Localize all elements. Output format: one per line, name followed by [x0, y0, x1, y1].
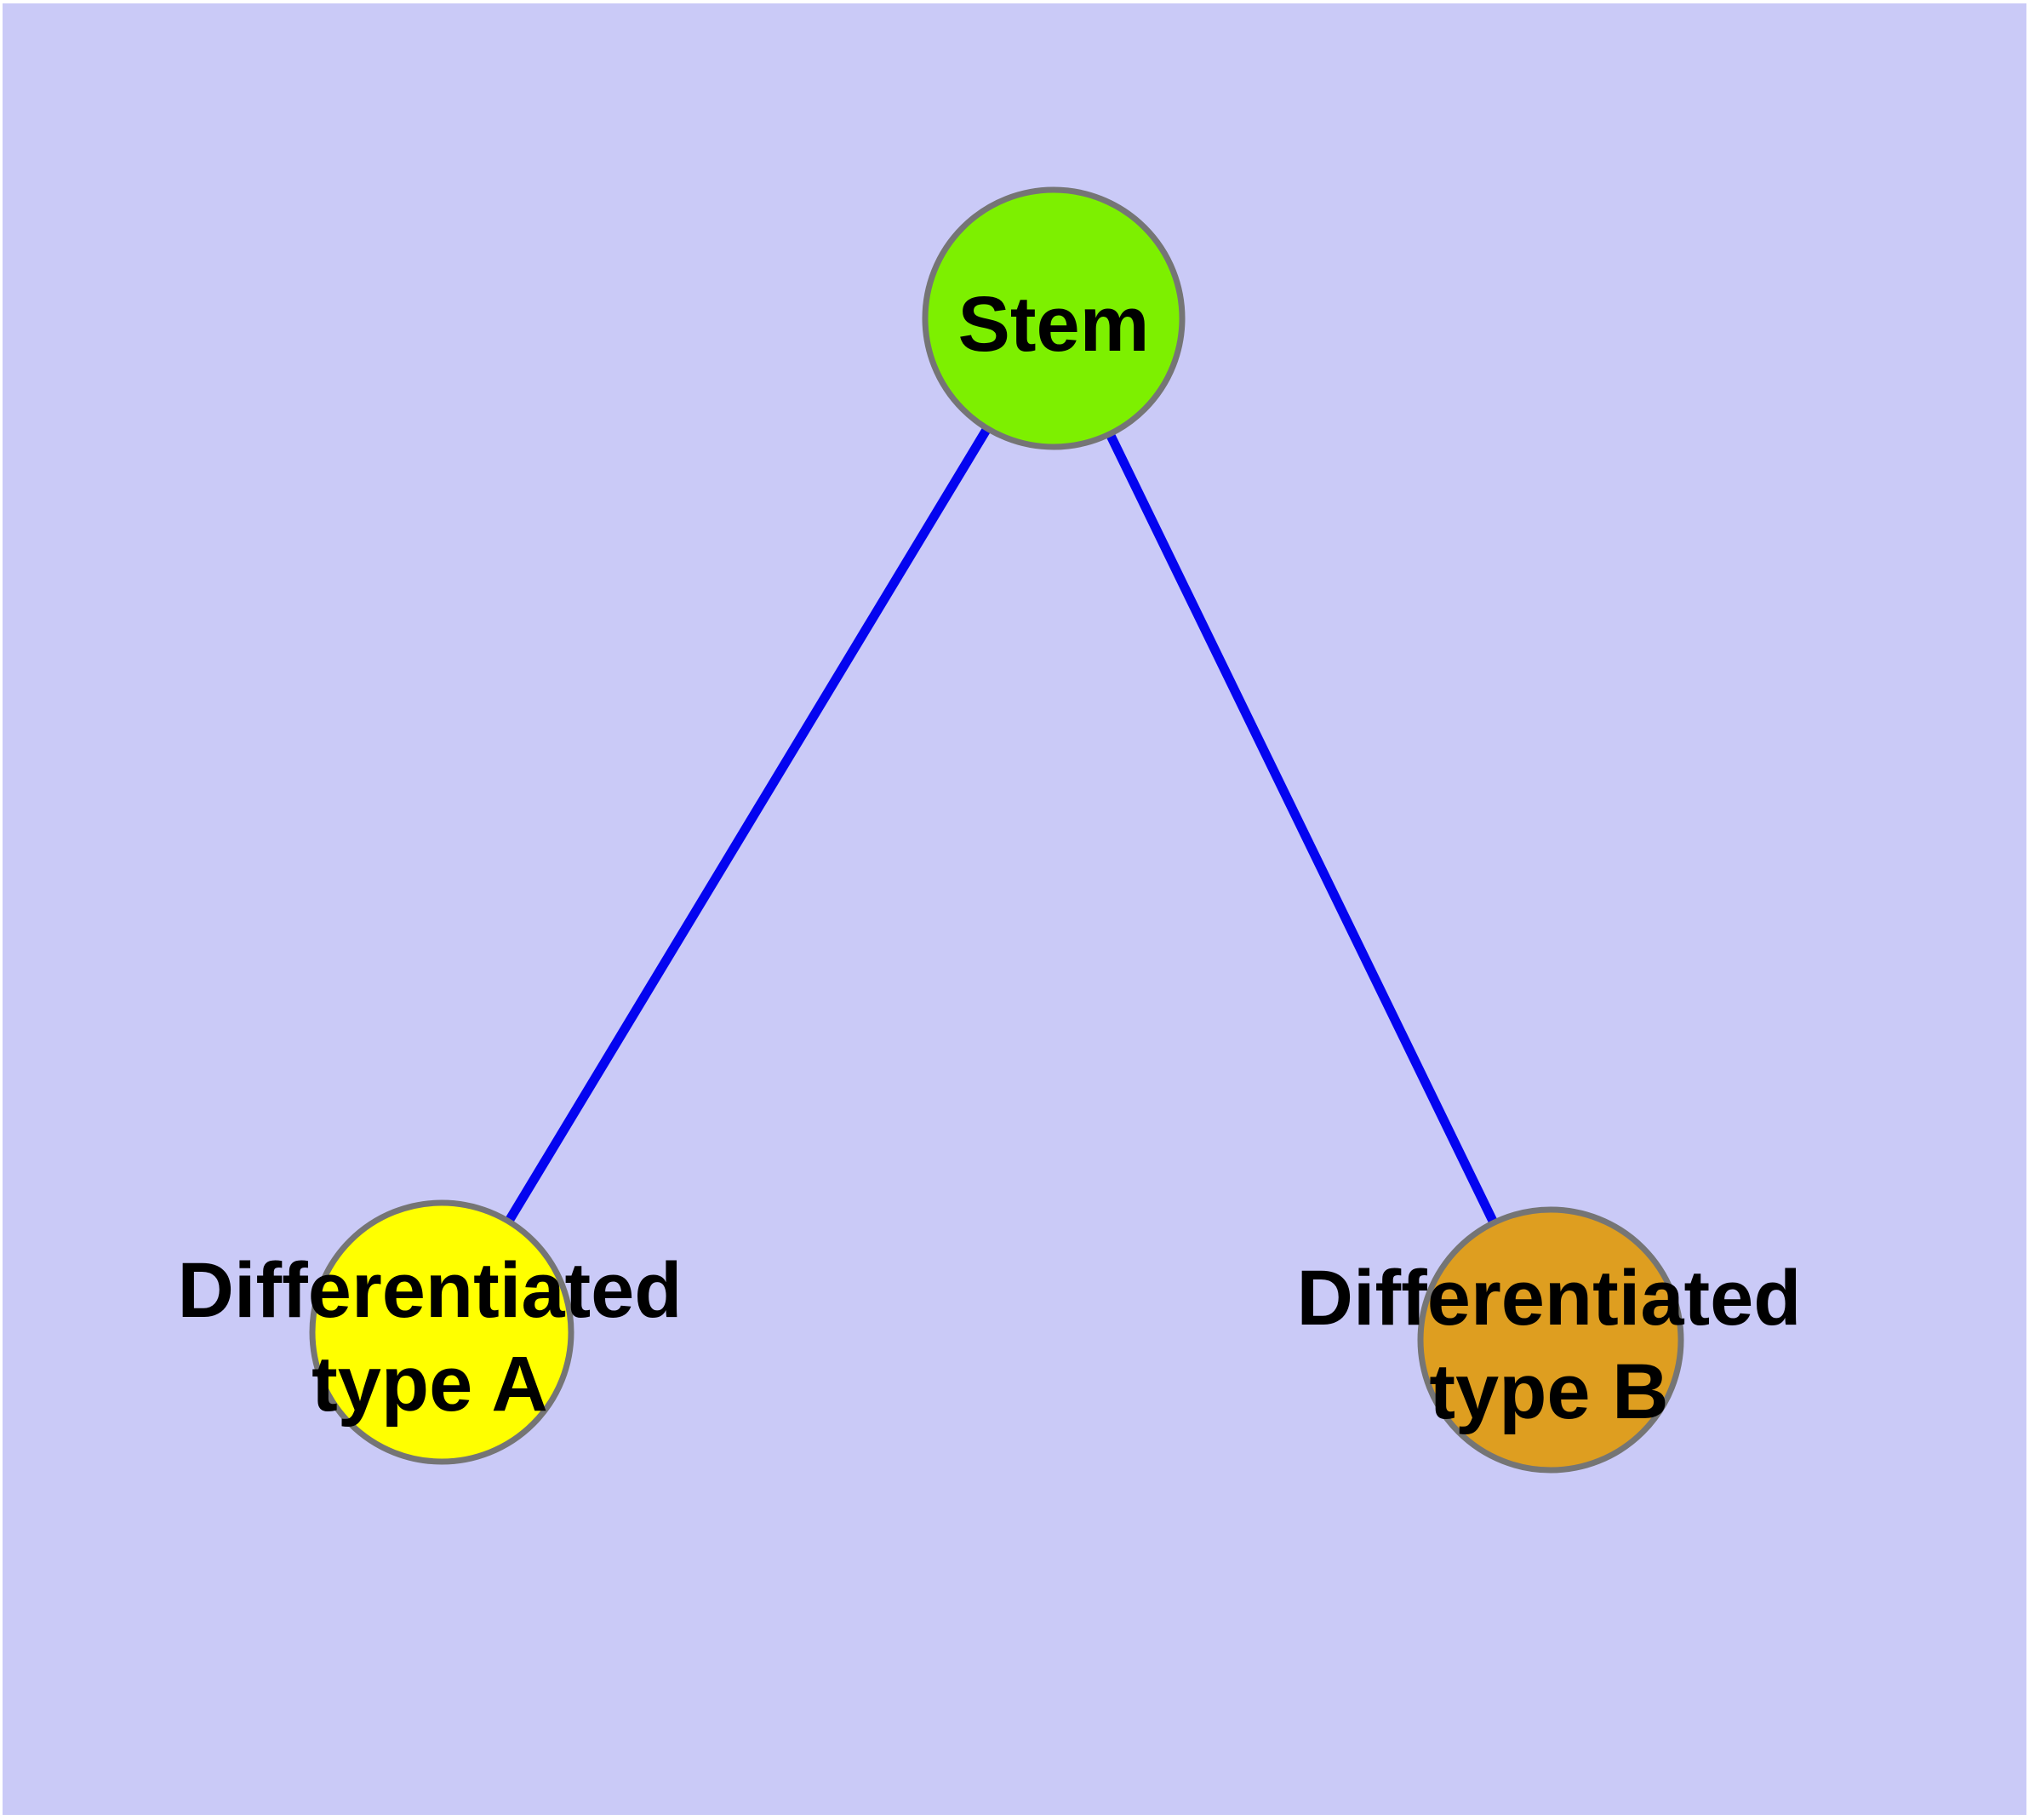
- node-typeB-circle: [1417, 1206, 1684, 1474]
- node-typeB-label-line1: Differentiated: [1297, 1255, 1802, 1342]
- edge-stem-to-typeA: [437, 316, 1058, 1335]
- node-typeA-label-line1: Differentiated: [178, 1247, 683, 1334]
- node-typeB-label-line2: type B: [1429, 1348, 1668, 1435]
- node-typeA-circle: [309, 1199, 574, 1465]
- node-stem-circle: [922, 186, 1186, 450]
- node-typeA-label-line2: type A: [311, 1341, 548, 1428]
- node-stem-label: Stem: [958, 281, 1150, 368]
- edge-stem-to-typeB: [1049, 316, 1555, 1342]
